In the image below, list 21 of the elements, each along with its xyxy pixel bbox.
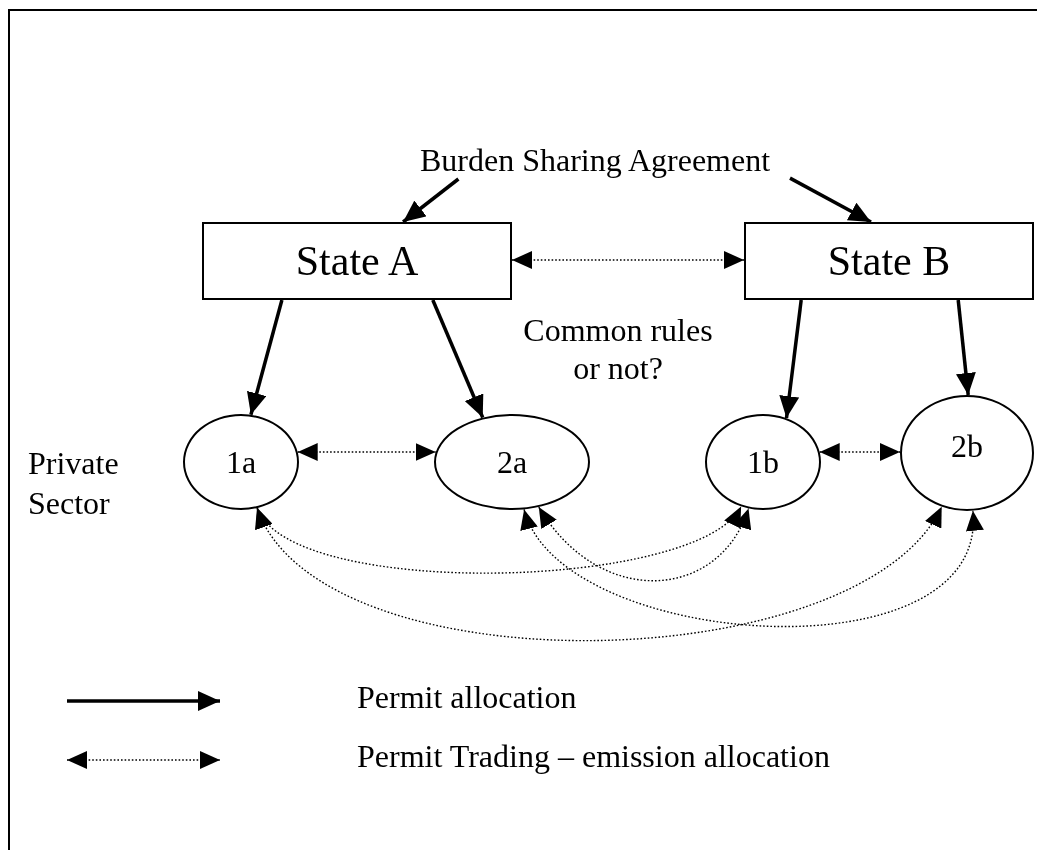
legend-text: Permit allocation: [357, 678, 577, 716]
trading-arrow: [297, 443, 437, 461]
node-label: 1a: [225, 443, 257, 481]
state-box: [744, 222, 1034, 300]
row-label: Private Sector: [28, 444, 120, 523]
state-box: [202, 222, 512, 300]
node-label: 1b: [747, 443, 779, 481]
node-label: 2a: [496, 443, 528, 481]
trading-arrow: [511, 251, 745, 269]
trading-arrow: [819, 443, 901, 461]
allocation-arrow: [789, 176, 872, 224]
allocation-arrow: [247, 299, 284, 416]
legend-text: Permit Trading – emission allocation: [357, 737, 830, 775]
node-label: State B: [827, 237, 951, 285]
allocation-arrow: [955, 299, 976, 396]
node-label: 2b: [951, 427, 983, 465]
allocation-arrow: [402, 177, 460, 224]
allocation-arrow: [779, 299, 803, 419]
node-label: State A: [295, 237, 419, 285]
annotation-text: Common rules or not?: [522, 311, 714, 387]
agreement-text: Burden Sharing Agreement: [400, 141, 790, 179]
